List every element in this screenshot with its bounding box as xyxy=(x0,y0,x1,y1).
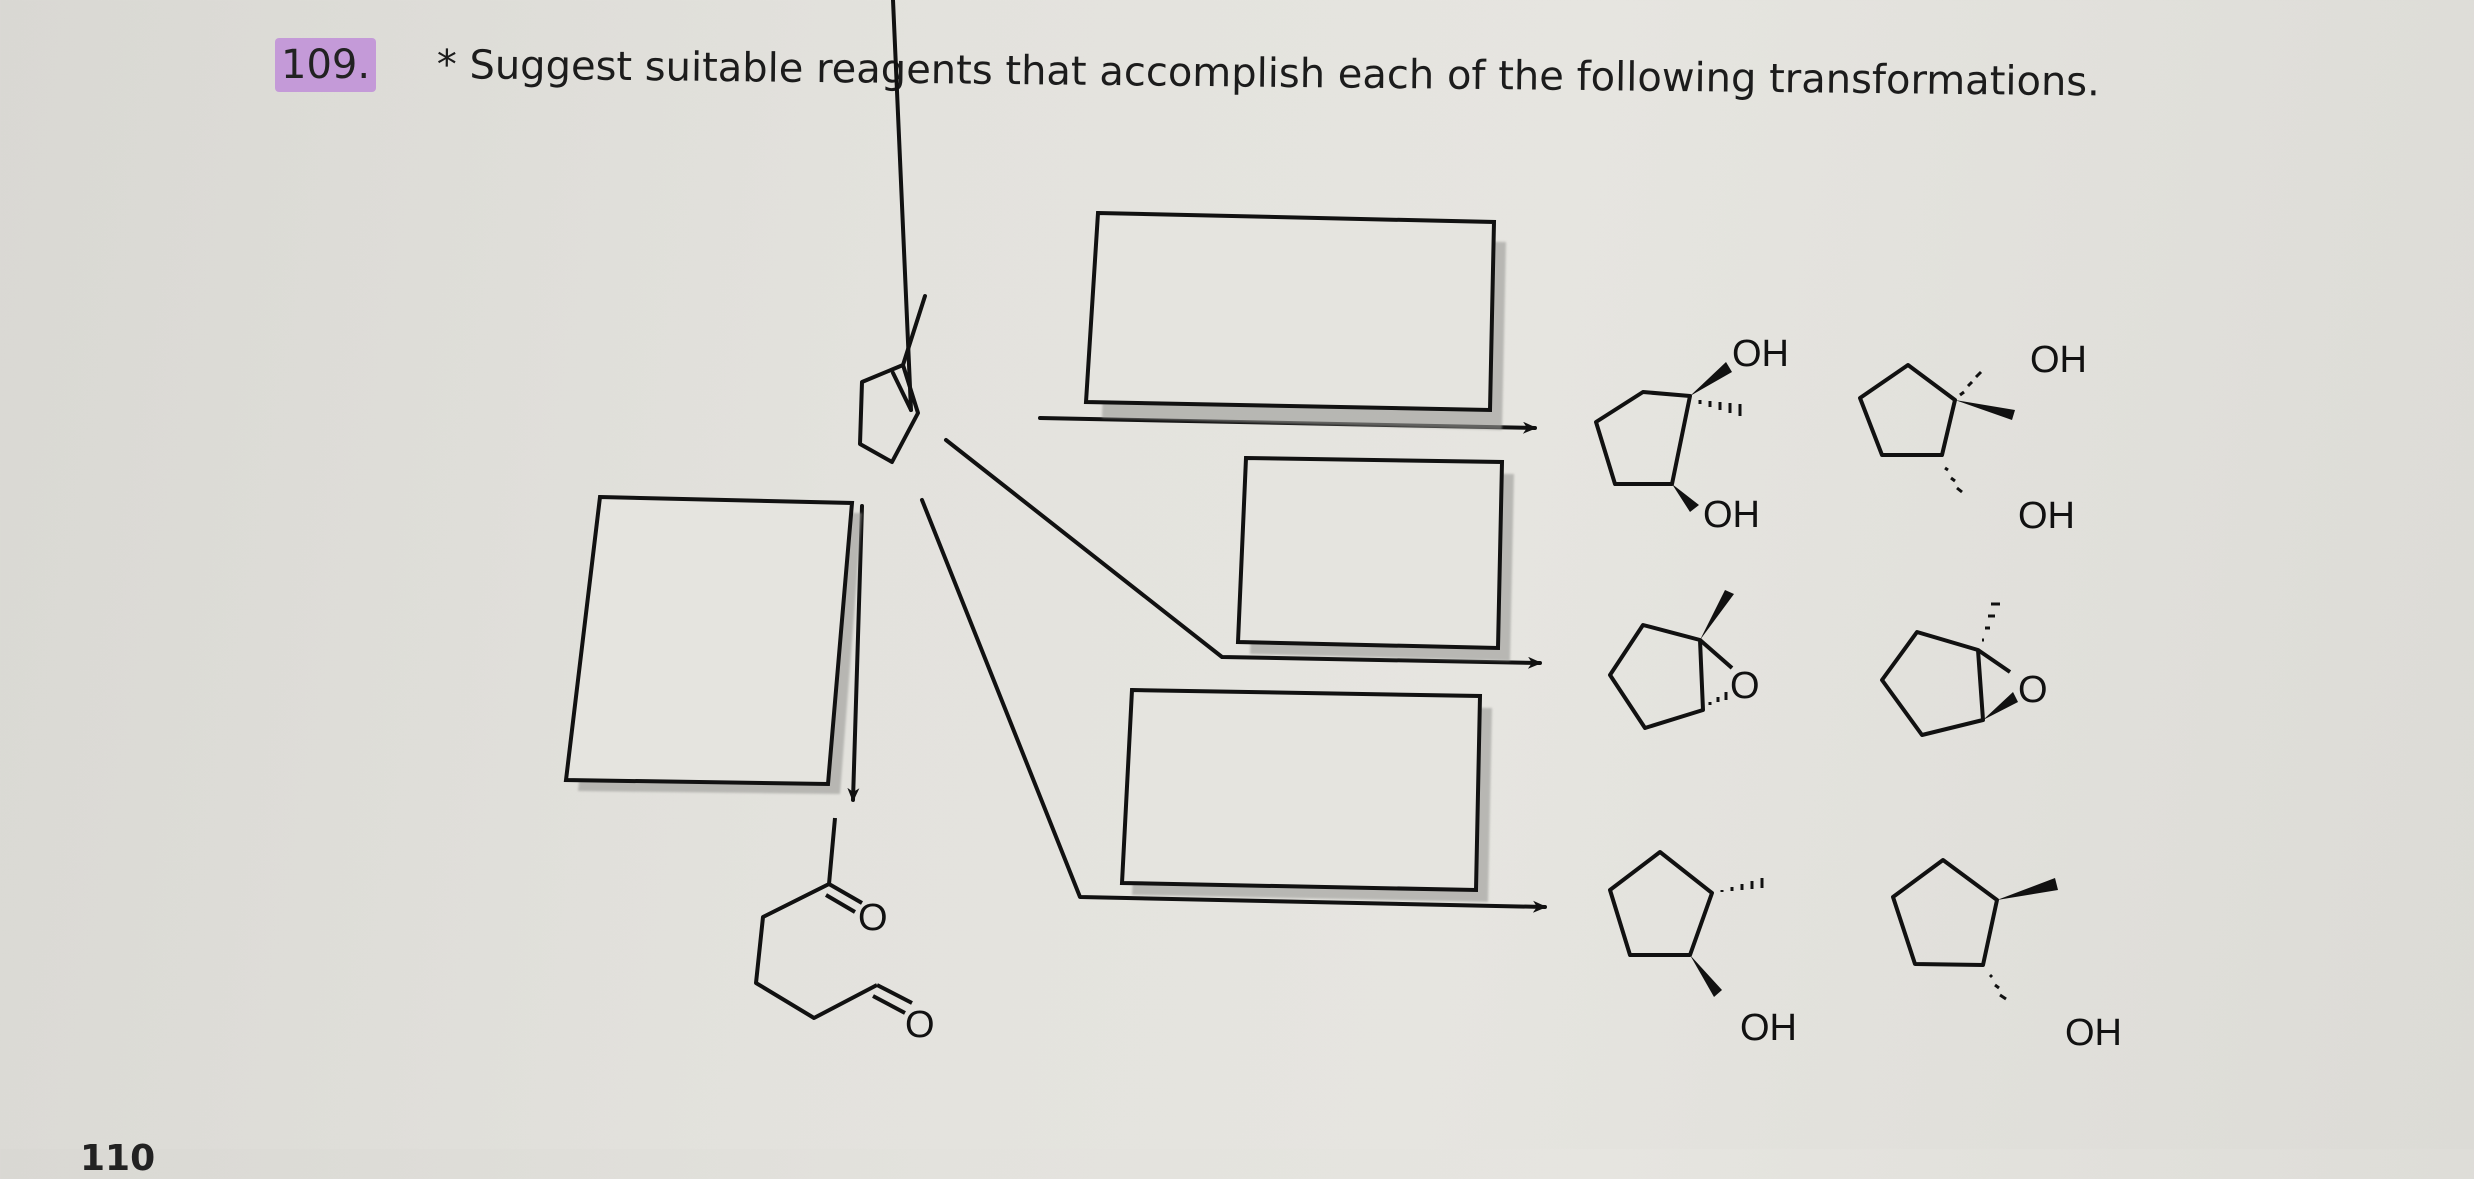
product-trans-alcohol-1 xyxy=(1608,850,1764,997)
diol1-oh-top: OH xyxy=(1732,333,1789,375)
reagent-box-epoxide[interactable] xyxy=(1235,455,1505,651)
product-cis-diol-1 xyxy=(1594,362,1742,512)
arrow-to-epoxides xyxy=(944,438,1542,669)
starting-material-1-methylcyclopentene xyxy=(858,0,927,464)
reagent-box-alcohol[interactable] xyxy=(1119,687,1483,893)
arrow-to-alcohols xyxy=(920,498,1547,913)
product-cis-diol-2 xyxy=(1858,363,2015,494)
reagent-box-diol[interactable] xyxy=(1083,210,1497,420)
epoxide2-o: O xyxy=(2018,669,2048,711)
next-question-number: 110 xyxy=(80,1138,156,1179)
alcohol1-oh: OH xyxy=(1740,1007,1797,1049)
ketone-o: O xyxy=(858,897,888,939)
reagent-box-ozonolysis[interactable] xyxy=(563,494,855,787)
product-epoxide-1 xyxy=(1608,590,1734,730)
alcohol2-oh: OH xyxy=(2065,1012,2122,1054)
diol2-oh-bottom: OH xyxy=(2018,495,2075,537)
epoxide1-o: O xyxy=(1730,665,1760,707)
diol2-oh-top: OH xyxy=(2030,339,2087,381)
product-5-oxohexanal xyxy=(754,817,913,1020)
arrow-to-diols xyxy=(1038,416,1537,434)
reaction-scheme: OH OH OH OH O O OH OH O O xyxy=(563,0,2122,1054)
question-number: 109. xyxy=(275,38,377,92)
aldehyde-o: O xyxy=(905,1004,935,1046)
arrow-to-ketoaldehyde xyxy=(847,504,864,802)
product-trans-alcohol-2 xyxy=(1891,858,2058,1001)
product-epoxide-2 xyxy=(1880,602,2018,737)
diol1-oh-bottom: OH xyxy=(1703,494,1760,536)
